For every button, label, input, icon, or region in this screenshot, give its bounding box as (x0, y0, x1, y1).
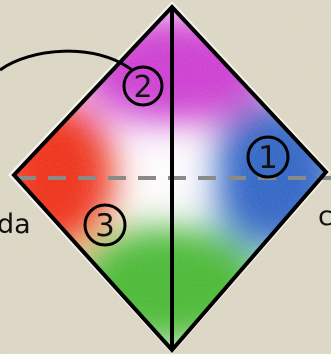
region-marker-2-label: 2 (133, 70, 152, 105)
region-marker-3-label: 3 (95, 208, 115, 244)
region-marker-1-label: 1 (258, 140, 278, 176)
side-label-left: da (0, 209, 31, 240)
side-label-right: c (318, 201, 331, 232)
